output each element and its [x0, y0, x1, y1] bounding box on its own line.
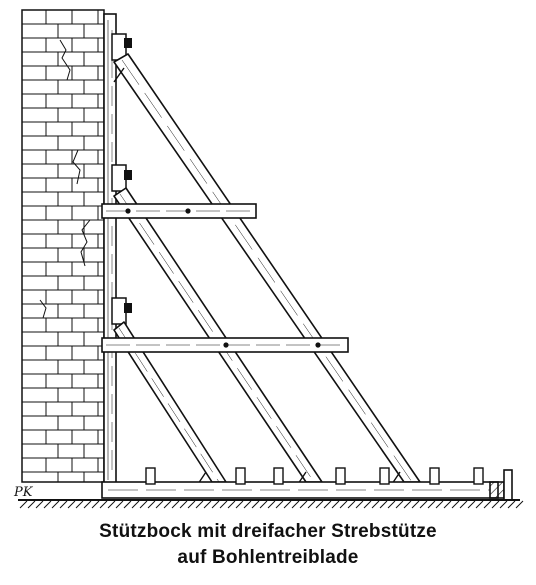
- ground: [18, 499, 524, 509]
- brick-courses: [22, 9, 104, 482]
- brick-wall: [21, 9, 105, 483]
- ground-stakes: [145, 467, 484, 485]
- wedges: [113, 67, 401, 485]
- diagonal-struts: [113, 53, 421, 483]
- shoring-diagram: PK: [13, 9, 524, 509]
- wall-plank: [103, 13, 117, 485]
- strut-middle: [113, 187, 323, 483]
- artist-monogram: PK: [13, 485, 34, 500]
- sole-plank: [101, 469, 513, 501]
- caption-line-1: Stützbock mit dreifacher Strebstütze: [99, 521, 437, 542]
- horizontal-beams: [101, 203, 349, 353]
- caption-line-2: auf Bohlentreiblade: [177, 547, 359, 568]
